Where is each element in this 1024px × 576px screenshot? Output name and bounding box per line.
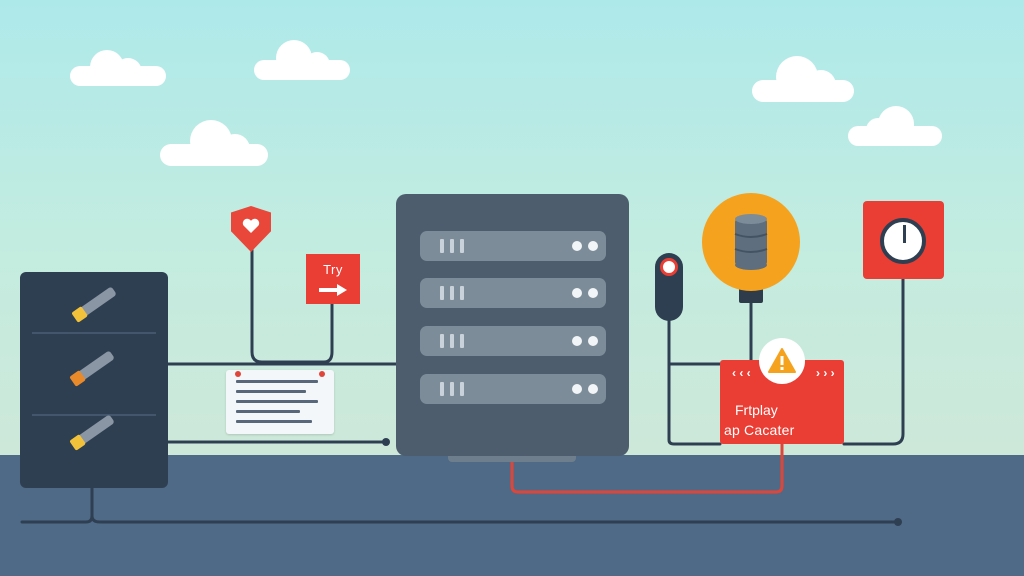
tool-rack xyxy=(20,272,168,488)
alert-subtitle: ap Cacater xyxy=(724,422,795,438)
cloud xyxy=(752,54,854,102)
server-slot xyxy=(420,326,606,356)
cloud xyxy=(160,118,268,166)
gauge-icon xyxy=(863,201,944,279)
server-slot xyxy=(420,374,606,404)
gauge-needle xyxy=(903,225,906,243)
warning-icon xyxy=(768,348,796,373)
alert-title: Frtplay xyxy=(735,402,778,418)
database-icon xyxy=(702,193,800,291)
cloud xyxy=(254,38,350,80)
note-card xyxy=(226,370,334,434)
cloud xyxy=(70,44,166,86)
rack-divider xyxy=(32,414,156,416)
sensor-probe-icon xyxy=(655,253,683,321)
cloud xyxy=(848,106,942,146)
try-label: Try xyxy=(323,262,343,277)
server-slot xyxy=(420,231,606,261)
warning-badge xyxy=(759,338,805,384)
database-cylinder-icon xyxy=(734,214,768,270)
server-slot xyxy=(420,278,606,308)
server xyxy=(396,194,629,456)
try-sign[interactable]: Try xyxy=(306,254,360,304)
rack-divider xyxy=(32,332,156,334)
arrow-right-icon xyxy=(319,284,347,296)
heart-icon xyxy=(242,218,260,233)
